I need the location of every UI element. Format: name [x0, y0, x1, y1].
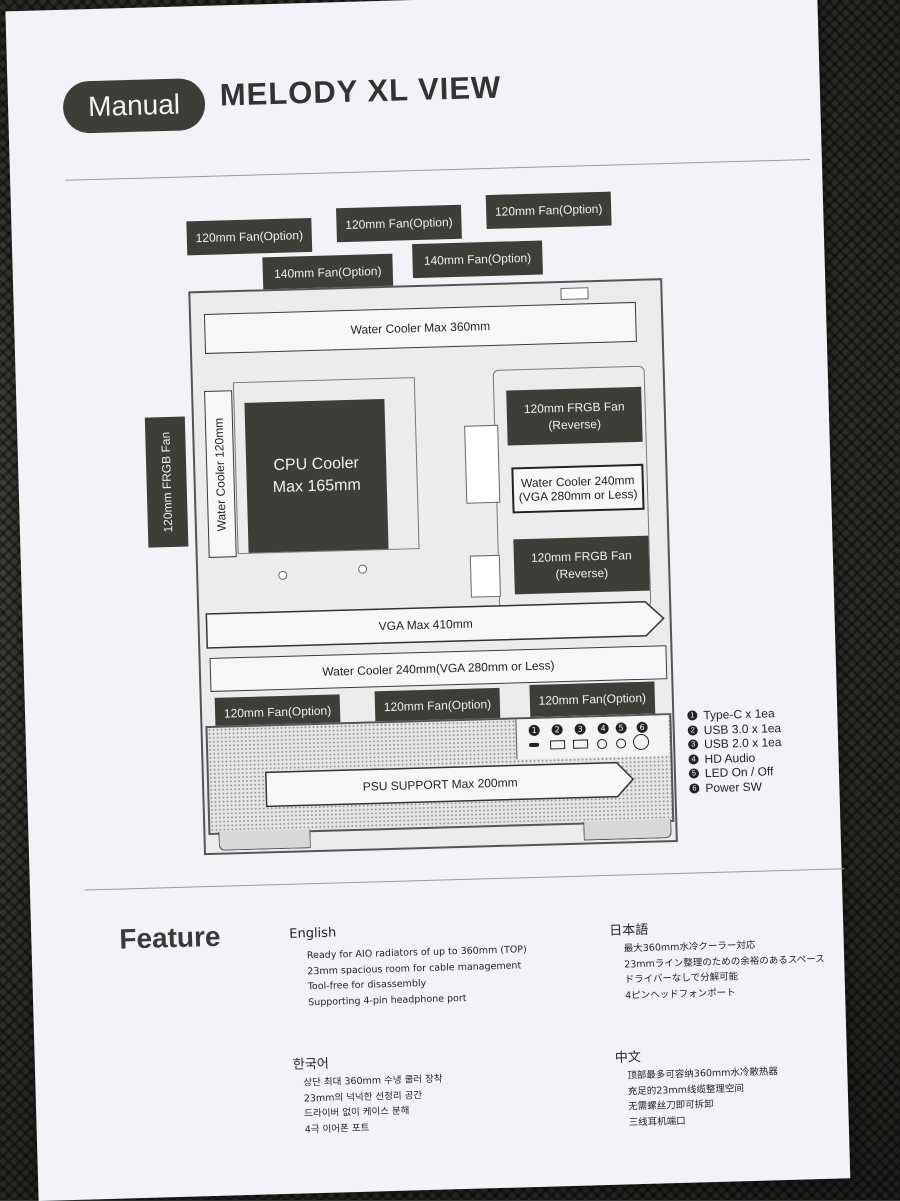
cpu-cooler-box: CPU Cooler Max 165mm	[244, 398, 389, 553]
legend-number: 5	[688, 768, 700, 779]
io-legend-row: 6 Power SW	[689, 779, 783, 796]
korean-heading: 한국어	[292, 1056, 330, 1073]
top-fan-tag-2: 120mm Fan(Option)	[336, 204, 462, 243]
usb2-port-icon	[572, 739, 589, 749]
case-foot-left	[218, 829, 311, 851]
legend-label: HD Audio	[704, 750, 756, 766]
water-cooler-side-label: Water Cooler 120mm	[211, 417, 229, 532]
legend-number: 3	[688, 739, 699, 750]
legend-number: 2	[687, 725, 698, 736]
case-foot-right	[583, 819, 672, 841]
usb3-port-icon	[549, 740, 566, 750]
right-fan-1-line1: 120mm FRGB Fan	[523, 399, 625, 417]
header-divider	[65, 158, 810, 181]
legend-label: Power SW	[705, 779, 763, 795]
cpu-cooler-line2: Max 165mm	[272, 476, 362, 497]
english-list: Ready for AIO radiators of up to 360mm (…	[307, 942, 529, 1010]
io-number-5: 5	[615, 722, 627, 734]
japanese-heading: 日本語	[609, 922, 649, 939]
standoff-2	[357, 564, 368, 574]
type-c-port-icon	[529, 742, 540, 748]
right-cooler-line2: (VGA 280mm or Less)	[518, 486, 638, 505]
standoff-1	[278, 570, 288, 581]
side-fan-tag: 120mm FRGB Fan	[144, 416, 189, 548]
top-fan-tag-1: 120mm Fan(Option)	[186, 217, 313, 256]
io-number-2: 2	[551, 724, 563, 736]
japanese-list: 最大360mm水冷クーラー対応 23mmライン整理のための余裕のあるスペース ド…	[624, 936, 826, 1004]
chinese-heading: 中文	[614, 1050, 642, 1066]
top-vent-right	[560, 287, 589, 301]
list-item: 4극 이어폰 포트	[304, 1122, 370, 1135]
psu-arrow	[264, 761, 635, 808]
english-heading: English	[289, 925, 337, 942]
legend-number: 6	[689, 783, 700, 794]
io-panel: 1 2 3 4 5 6	[515, 715, 670, 760]
right-fan-2-line1: 120mm FRGB Fan	[530, 548, 632, 566]
legend-label: USB 2.0 x 1ea	[703, 735, 782, 752]
power-button-icon	[632, 733, 650, 751]
cable-cutout-2	[469, 554, 501, 598]
top-fan-tag-3: 120mm Fan(Option)	[485, 191, 612, 230]
manual-page: Manual MELODY XL VIEW 120mm Fan(Option) …	[5, 0, 851, 1201]
io-legend-row: 3 USB 2.0 x 1ea	[688, 735, 782, 752]
io-number-1: 1	[528, 724, 540, 737]
feature-divider	[84, 868, 845, 891]
cpu-cooler-line1: CPU Cooler	[273, 455, 360, 475]
vga-arrow	[205, 601, 665, 649]
io-number-3: 3	[574, 723, 586, 735]
bottom-fan-tag-3: 120mm Fan(Option)	[529, 681, 656, 718]
legend-label: LED On / Off	[704, 764, 774, 781]
cable-cutout-1	[464, 424, 501, 504]
legend-number: 1	[687, 710, 698, 721]
manual-badge: Manual	[62, 77, 206, 134]
right-water-cooler: Water Cooler 240mm (VGA 280mm or Less)	[511, 463, 645, 514]
chinese-list: 顶部最多可容纳360mm水冷散热器 充足的23mm线缆整理空间 无需螺丝刀即可拆…	[627, 1064, 779, 1130]
page-title: MELODY XL VIEW	[219, 69, 502, 113]
io-legend-row: 5 LED On / Off	[688, 764, 783, 781]
right-fan-1: 120mm FRGB Fan (Reverse)	[506, 386, 643, 446]
legend-number: 4	[688, 754, 699, 765]
feature-heading: Feature	[118, 920, 221, 955]
audio-jack-icon	[596, 738, 608, 750]
right-fan-1-line2: (Reverse)	[548, 416, 602, 432]
io-number-6: 6	[636, 721, 648, 734]
top-fan-tag-5: 140mm Fan(Option)	[412, 240, 543, 279]
right-fan-2: 120mm FRGB Fan (Reverse)	[513, 535, 650, 595]
side-fan-label: 120mm FRGB Fan	[158, 431, 175, 533]
water-cooler-side: Water Cooler 120mm	[204, 390, 237, 558]
korean-list: 상단 최대 360mm 수냉 쿨러 장착 23mm의 넉넉한 선정리 공간 드라…	[303, 1072, 444, 1138]
right-fan-2-line2: (Reverse)	[555, 565, 609, 581]
io-number-4: 4	[597, 722, 609, 735]
led-button-icon	[615, 738, 627, 749]
